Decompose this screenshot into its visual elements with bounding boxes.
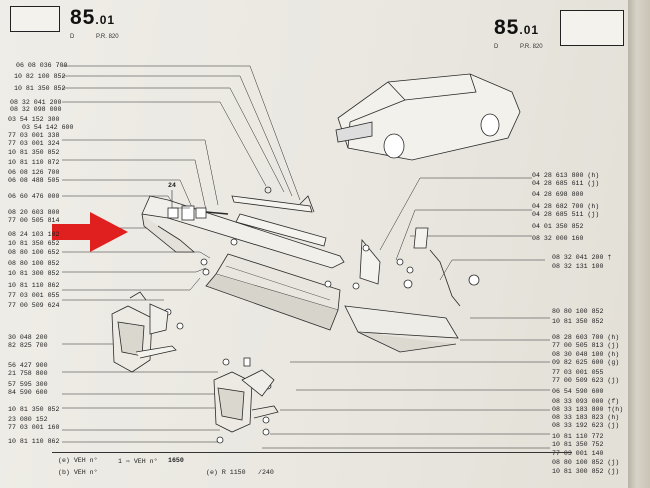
fasteners bbox=[164, 205, 414, 444]
right-label-top-6: 04 01 350 852 bbox=[532, 223, 584, 230]
right-label-low-08: 77 00 509 623 (j) bbox=[552, 377, 620, 384]
left-label-22: 10 81 110 862 bbox=[8, 282, 60, 289]
callout-24-label: 24 bbox=[168, 182, 176, 189]
left-label-06: 03 54 152 300 bbox=[8, 116, 60, 123]
right-label-low-05: 08 30 048 100 (h) bbox=[552, 351, 620, 358]
left-label-27: 56 427 900 bbox=[8, 362, 48, 369]
left-label-15: 08 20 603 800 bbox=[8, 209, 60, 216]
right-label-low-09: 06 54 590 600 bbox=[552, 388, 604, 395]
footer-note-1b: 1 ⇨ VEH n° bbox=[118, 458, 158, 465]
left-label-08: 77 03 001 338 bbox=[8, 132, 60, 139]
right-label-low-11: 08 33 183 800 †(h) bbox=[552, 406, 624, 413]
right-label-low-10: 08 33 093 000 (f) bbox=[552, 398, 620, 405]
header-code-right-2: P.R. 820 bbox=[520, 44, 543, 50]
right-label-top-5: 04 28 685 511 (j) bbox=[532, 211, 600, 218]
right-label-mid-2: 08 32 131 100 bbox=[552, 263, 604, 270]
upper-bracket bbox=[231, 186, 327, 247]
header-thumbnail-right bbox=[560, 10, 624, 46]
left-label-07: 03 54 142 600 bbox=[22, 124, 74, 131]
left-label-11: 10 81 110 872 bbox=[8, 159, 60, 166]
left-label-31: 10 81 350 852 bbox=[8, 406, 60, 413]
red-pointer-arrow bbox=[52, 212, 128, 252]
footer-note-1c: 1650 bbox=[168, 457, 184, 464]
side-bracket-right bbox=[359, 227, 480, 307]
left-label-01: 06 08 036 700 bbox=[16, 62, 68, 69]
left-label-05: 08 32 098 000 bbox=[10, 106, 62, 113]
left-label-32: 23 080 152 bbox=[8, 416, 48, 423]
footer-note-1a: (e) VEH n° bbox=[58, 457, 98, 464]
header-thumbnail-left bbox=[10, 6, 60, 32]
header-code-left-2: P.R. 820 bbox=[96, 34, 119, 40]
page-binding-edge bbox=[628, 0, 650, 488]
left-label-02: 10 82 100 852 bbox=[14, 73, 66, 80]
footer-note-2a: (b) VEH n° bbox=[58, 469, 98, 476]
footer-note-2c: /240 bbox=[258, 469, 274, 476]
right-label-low-17: 08 80 100 852 (j) bbox=[552, 459, 620, 466]
left-label-14: 06 60 476 000 bbox=[8, 193, 60, 200]
left-label-26: 82 825 700 bbox=[8, 342, 48, 349]
right-label-top-3: 04 28 698 800 bbox=[532, 191, 584, 198]
left-label-16: 77 00 505 814 bbox=[8, 217, 60, 224]
header-page-number-left: 85.01 bbox=[70, 6, 116, 29]
indicator-light-left bbox=[111, 291, 177, 373]
left-label-09: 77 03 001 324 bbox=[8, 140, 60, 147]
car-illustration bbox=[335, 73, 521, 161]
right-label-low-12: 08 33 183 823 (h) bbox=[552, 414, 620, 421]
left-label-25: 30 048 200 bbox=[8, 334, 48, 341]
left-label-21: 10 81 300 852 bbox=[8, 270, 60, 277]
footer-notes: (e) VEH n° 1 ⇨ VEH n° 1650 (b) VEH n° (e… bbox=[52, 452, 572, 487]
right-label-low-02: 10 81 350 852 bbox=[552, 318, 604, 325]
left-label-29: 57 595 300 bbox=[8, 381, 48, 388]
right-label-low-06: 09 82 625 600 (g) bbox=[552, 359, 620, 366]
right-label-low-14: 10 81 110 772 bbox=[552, 433, 604, 440]
indicator-light-lower bbox=[213, 357, 279, 433]
right-label-low-16: 77 03 001 140 bbox=[552, 450, 604, 457]
left-label-28: 21 758 800 bbox=[8, 370, 48, 377]
left-label-34: 10 81 110 862 bbox=[8, 438, 60, 445]
leader-lines-right bbox=[262, 177, 550, 449]
right-label-low-04: 77 00 505 813 (j) bbox=[552, 342, 620, 349]
right-label-top-1: 04 28 613 800 (h) bbox=[532, 172, 600, 179]
left-label-30: 84 590 600 bbox=[8, 389, 48, 396]
footer-note-2b: (e) R 1150 bbox=[206, 469, 246, 476]
right-label-top-7: 08 32 000 160 bbox=[532, 235, 584, 242]
right-label-mid-1: 08 32 041 200 † bbox=[552, 254, 612, 261]
left-label-12: 06 08 126 700 bbox=[8, 169, 60, 176]
callout-24-bracket bbox=[171, 190, 190, 209]
right-label-low-18: 10 81 300 852 (j) bbox=[552, 468, 620, 475]
right-label-low-03: 08 28 603 700 (h) bbox=[552, 334, 620, 341]
left-label-18: 10 81 350 652 bbox=[8, 240, 60, 247]
right-label-low-15: 10 81 350 752 bbox=[552, 441, 604, 448]
right-label-low-07: 77 03 001 055 bbox=[552, 369, 604, 376]
header-page-number-right: 85.01 bbox=[494, 16, 540, 39]
right-label-top-4: 04 28 682 700 (h) bbox=[532, 203, 600, 210]
left-label-24: 77 00 509 624 bbox=[8, 302, 60, 309]
left-label-04: 08 32 041 200 bbox=[10, 99, 62, 106]
left-label-17: 08 24 103 102 bbox=[8, 231, 60, 238]
header-code-left-1: D bbox=[70, 34, 75, 40]
left-label-10: 10 81 350 852 bbox=[8, 149, 60, 156]
right-label-low-01: 80 80 100 852 bbox=[552, 308, 604, 315]
header-code-right-1: D bbox=[494, 44, 499, 50]
left-label-20: 08 80 100 852 bbox=[8, 260, 60, 267]
left-label-23: 77 03 001 055 bbox=[8, 292, 60, 299]
right-label-top-2: 04 28 685 611 (j) bbox=[532, 180, 600, 187]
left-label-03: 10 81 350 852 bbox=[14, 85, 66, 92]
left-label-19: 08 80 100 652 bbox=[8, 249, 60, 256]
left-label-33: 77 03 001 160 bbox=[8, 424, 60, 431]
right-label-low-13: 08 33 192 623 (j) bbox=[552, 422, 620, 429]
left-label-13: 06 08 488 505 bbox=[8, 177, 60, 184]
